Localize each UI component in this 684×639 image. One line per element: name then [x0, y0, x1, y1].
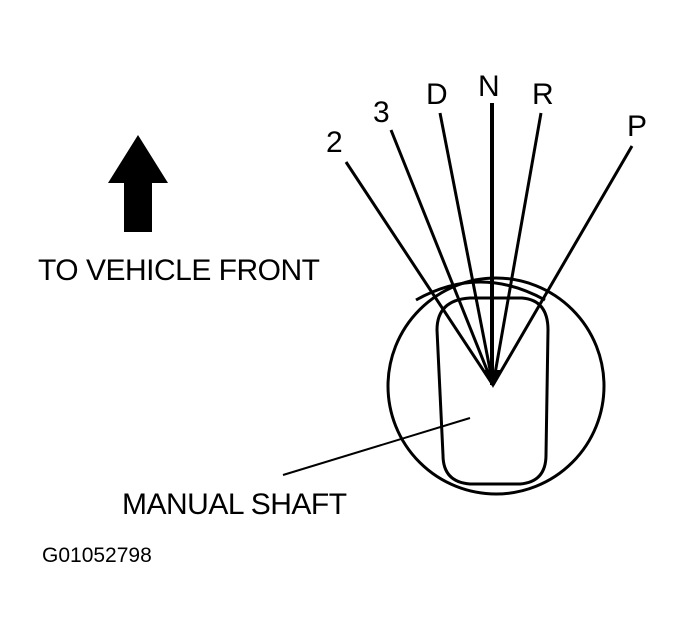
position-line-2 [344, 161, 495, 386]
shaft-housing-circle [386, 276, 606, 496]
position-line-3 [389, 129, 495, 386]
vehicle-front-label: TO VEHICLE FRONT [38, 254, 320, 287]
position-label-2: 2 [326, 126, 343, 159]
shaft-top-arc [415, 280, 546, 302]
pivot-point [484, 370, 502, 388]
position-label-park: P [627, 110, 647, 143]
figure-code: G01052798 [42, 544, 152, 567]
vehicle-front-arrow [108, 135, 168, 232]
manual-shaft-label: MANUAL SHAFT [122, 488, 347, 521]
position-label-reverse: R [532, 78, 554, 111]
position-label-drive: D [426, 78, 448, 111]
position-line-D [438, 112, 495, 386]
position-label-3: 3 [373, 96, 390, 129]
position-line-R [491, 112, 543, 386]
position-label-neutral: N [478, 70, 500, 103]
position-line-P [491, 145, 634, 386]
manual-shaft-leader-line [282, 417, 471, 476]
